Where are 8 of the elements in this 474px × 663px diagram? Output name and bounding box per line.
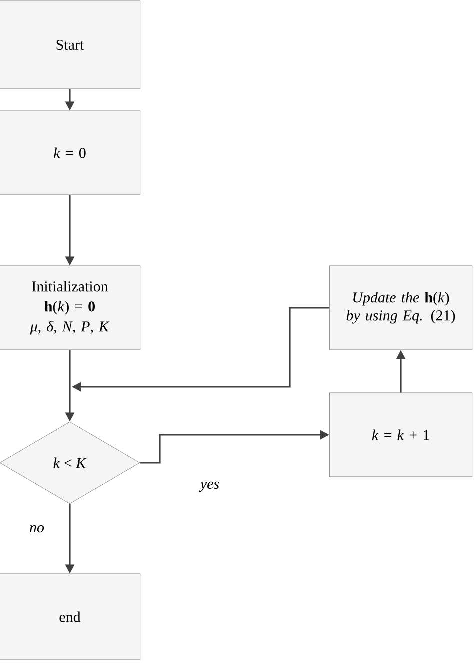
process-box: Start: [0, 0, 141, 90]
process-box: k = k + 1: [329, 392, 473, 478]
edge-label: no: [28, 524, 46, 534]
process-box: k = 0: [0, 110, 141, 196]
process-box: Update the h(k) by using Eq. (21): [329, 266, 473, 350]
edge-label: yes: [199, 480, 221, 494]
process-box: end: [0, 574, 141, 660]
process-box: Initialization h(k) = 0 μ, δ, N, P, K: [0, 266, 141, 350]
